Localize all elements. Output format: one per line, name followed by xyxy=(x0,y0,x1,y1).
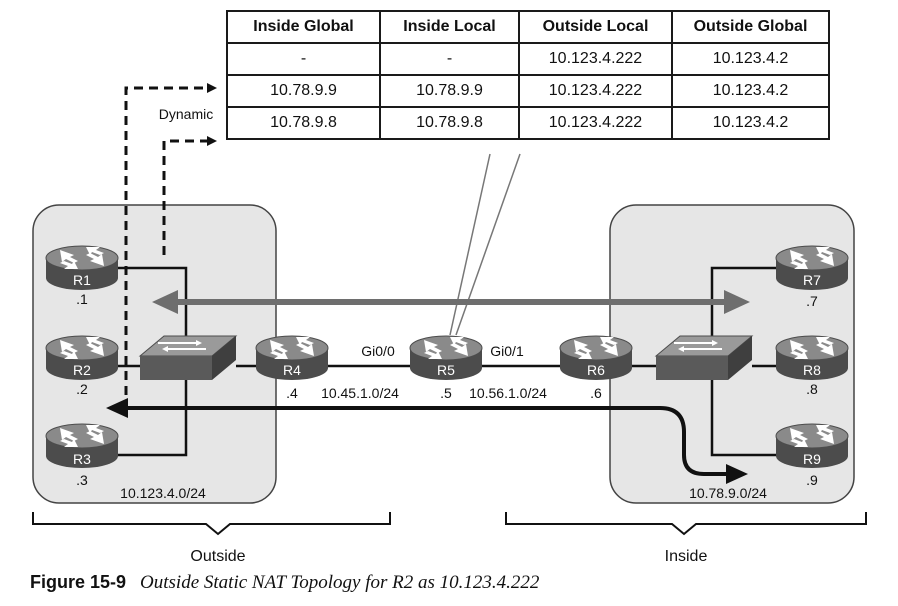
r5-right-interface: Gi0/1 xyxy=(490,343,524,359)
table-cell: 10.78.9.8 xyxy=(379,106,520,140)
router-address: .9 xyxy=(806,472,818,488)
router-name: R2 xyxy=(73,362,91,378)
header-inside-global: Inside Global xyxy=(226,10,381,44)
router-r9: R9 .9 xyxy=(775,423,849,488)
network-links xyxy=(118,266,778,457)
router-r6: R6 .6 xyxy=(559,335,633,401)
callout-lines xyxy=(449,153,521,336)
table-cell: 10.78.9.9 xyxy=(226,74,381,108)
header-outside-global: Outside Global xyxy=(671,10,830,44)
table-header-row: Inside Global Inside Local Outside Local… xyxy=(226,10,830,44)
table-cell: 10.78.9.9 xyxy=(379,74,520,108)
header-inside-local: Inside Local xyxy=(379,10,520,44)
router-name: R4 xyxy=(283,362,301,378)
r5-left-interface: Gi0/0 xyxy=(361,343,395,359)
router-name: R6 xyxy=(587,362,605,378)
subnet-right-lan: 10.78.9.0/24 xyxy=(689,485,767,501)
table-row: 10.78.9.9 10.78.9.9 10.123.4.222 10.123.… xyxy=(226,74,830,108)
inside-brace xyxy=(505,512,867,536)
router-r4: R4 .4 xyxy=(255,335,329,401)
table-row: - - 10.123.4.222 10.123.4.2 xyxy=(226,42,830,76)
router-r2: R2 .2 xyxy=(45,335,119,397)
router-r1: R1 .1 xyxy=(45,245,119,307)
inside-zone-label: Inside xyxy=(665,548,708,565)
router-name: R7 xyxy=(803,272,821,288)
dynamic-dashed-arrows xyxy=(124,83,217,410)
router-address: .1 xyxy=(76,291,88,307)
router-address: .2 xyxy=(76,381,88,397)
router-name: R3 xyxy=(73,451,91,467)
router-name: R1 xyxy=(73,272,91,288)
router-r3: R3 .3 xyxy=(45,423,119,488)
table-cell: - xyxy=(379,42,520,76)
router-address: .5 xyxy=(440,385,452,401)
table-cell: 10.123.4.222 xyxy=(518,106,673,140)
outside-brace xyxy=(32,512,391,536)
subnet-r5-r6: 10.56.1.0/24 xyxy=(469,385,547,401)
subnet-r4-r5: 10.45.1.0/24 xyxy=(321,385,399,401)
router-r7: R7 .7 xyxy=(775,245,849,309)
dynamic-label: Dynamic xyxy=(159,106,213,122)
router-name: R8 xyxy=(803,362,821,378)
figure-caption: Figure 15-9 Outside Static NAT Topology f… xyxy=(30,572,539,594)
router-r5: R5 .5 xyxy=(409,335,483,401)
black-curved-arrow xyxy=(106,398,748,484)
table-row: 10.78.9.8 10.78.9.8 10.123.4.222 10.123.… xyxy=(226,106,830,140)
table-cell: 10.123.4.222 xyxy=(518,74,673,108)
table-cell: 10.123.4.222 xyxy=(518,42,673,76)
router-address: .7 xyxy=(806,293,818,309)
figure-number: Figure 15-9 xyxy=(30,572,127,592)
router-address: .3 xyxy=(76,472,88,488)
router-name: R5 xyxy=(437,362,455,378)
table-cell: 10.123.4.2 xyxy=(671,42,830,76)
header-outside-local: Outside Local xyxy=(518,10,673,44)
table-cell: 10.123.4.2 xyxy=(671,74,830,108)
router-name: R9 xyxy=(803,451,821,467)
table-cell: 10.78.9.8 xyxy=(226,106,381,140)
table-cell: 10.123.4.2 xyxy=(671,106,830,140)
router-address: .4 xyxy=(286,385,298,401)
nat-translation-table: Inside Global Inside Local Outside Local… xyxy=(226,10,830,140)
gray-double-arrow xyxy=(152,290,750,314)
router-address: .6 xyxy=(590,385,602,401)
figure-title: Outside Static NAT Topology for R2 as 10… xyxy=(140,572,540,593)
subnet-left-lan: 10.123.4.0/24 xyxy=(120,485,206,501)
router-address: .8 xyxy=(806,381,818,397)
router-r8: R8 .8 xyxy=(775,335,849,397)
table-cell: - xyxy=(226,42,381,76)
outside-zone-label: Outside xyxy=(190,548,245,565)
